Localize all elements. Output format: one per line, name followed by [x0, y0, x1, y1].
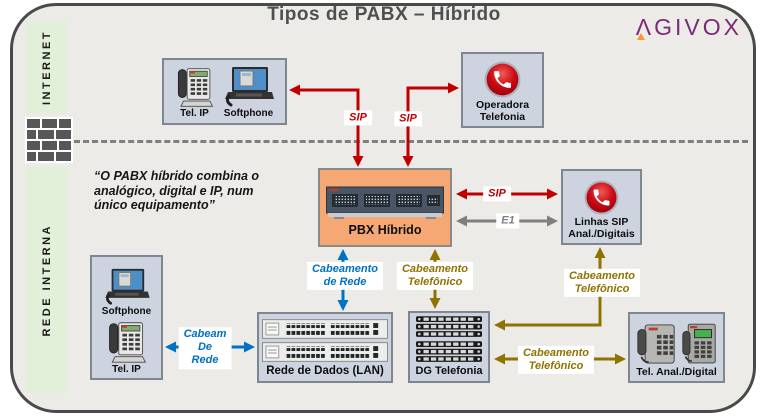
label-cabeam-de-rede: Cabeam De Rede	[178, 327, 232, 369]
logo-initial: Λ	[635, 14, 655, 40]
label-cabeamento-telefonico-dg: Cabeamento Telefônico	[517, 345, 595, 375]
label-line: Telefônico	[407, 276, 463, 288]
node-tel-anal-digital: Tel. Anal./Digital	[628, 312, 725, 383]
label-line: Cabeamento	[401, 262, 469, 275]
node-rede-de-dados-lan: Rede de Dados (LAN)	[257, 312, 393, 383]
device-label: Softphone	[101, 306, 152, 317]
label-cabeamento-telefonico-pbx: Cabeamento Telefônico	[396, 261, 474, 291]
pbx-quote: “O PABX híbrido combina o analógico, dig…	[94, 169, 280, 213]
label-sip-left: SIP	[344, 110, 372, 126]
label-line: de Rede	[323, 276, 367, 288]
label-line: Cabeamento	[568, 269, 636, 282]
logo-text: GIVOX	[654, 14, 742, 40]
zone-internet: INTERNET	[26, 21, 67, 114]
pbx-chassis-icon	[326, 186, 444, 219]
label-cabeamento-rede: Cabeamento de Rede	[306, 261, 384, 291]
arrow-sip-operadora-pbx	[402, 82, 459, 167]
ip-phone-icon	[177, 68, 213, 107]
node-label: Operadora Telefonia	[476, 99, 529, 126]
label-line: Telefônico	[528, 360, 584, 372]
node-label: Tel. Anal./Digital	[636, 365, 717, 378]
node-linhas-sip: Linhas SIP Anal./Digitais	[561, 169, 642, 245]
internet-boundary-dashed-line	[74, 140, 748, 143]
node-label: PBX Híbrido	[348, 222, 422, 237]
label-cabeamento-telefonico-linhas: Cabeamento Telefônico	[563, 268, 641, 298]
device-label: Tel. IP	[112, 364, 141, 375]
ip-phone-icon	[108, 322, 146, 363]
label-line: Rede	[191, 354, 219, 367]
device-label: Softphone	[223, 108, 274, 119]
node-pbx-hibrido: PBX Híbrido	[318, 168, 452, 247]
node-dg-telefonia: DG Telefonia	[408, 311, 490, 383]
label-line: Cabeamento	[311, 262, 379, 275]
label-sip-right: SIP	[394, 111, 422, 127]
label-line: Telefônico	[574, 283, 630, 295]
analog-phone-icon	[637, 324, 675, 364]
device-softphone: Softphone	[224, 66, 274, 119]
red-phone-icon	[584, 180, 619, 215]
label-sip-trunk: SIP	[483, 186, 511, 202]
node-label: Rede de Dados (LAN)	[266, 364, 384, 377]
softphone-laptop-icon	[224, 67, 274, 107]
agivox-logo: ΛGIVOX	[635, 14, 742, 40]
logo-accent-triangle	[636, 33, 645, 40]
node-label-line: Telefonia	[479, 110, 526, 123]
page-title: Tipos de PABX – Híbrido	[267, 4, 501, 25]
patch-panel-icon	[416, 341, 482, 363]
node-label: Linhas SIP Anal./Digitais	[568, 216, 635, 243]
network-switch-icon	[262, 341, 388, 362]
label-e1: E1	[496, 213, 520, 229]
node-ip-endpoints-top: Tel. IP Softphone	[162, 58, 287, 125]
node-label-line: Anal./Digitais	[568, 227, 635, 240]
node-ip-endpoints-internal: Softphone Tel. IP	[90, 255, 163, 380]
quote-line: analógico, digital e IP, num	[94, 183, 254, 198]
device-softphone: Softphone Tel. IP	[102, 268, 151, 378]
patch-panel-icon	[416, 316, 482, 338]
quote-line: único equipamento”	[94, 198, 215, 213]
firewall-icon	[25, 117, 73, 163]
digital-phone-icon	[682, 323, 716, 364]
device-label: Tel. IP	[180, 108, 209, 119]
node-label-line: Operadora	[475, 98, 530, 111]
device-tel-ip: Tel. IP	[176, 66, 214, 119]
arrow-sip-telip-pbx	[289, 84, 364, 167]
zone-rede-interna: REDE INTERNA	[26, 167, 67, 393]
label-line: Cabeam	[183, 328, 227, 341]
quote-line: “O PABX híbrido combina o	[94, 169, 260, 183]
softphone-laptop-icon	[104, 268, 150, 305]
label-line: De	[197, 341, 213, 354]
node-operadora-telefonia: Operadora Telefonia	[461, 52, 544, 128]
red-phone-icon	[484, 61, 521, 98]
node-label-line: Linhas SIP	[574, 215, 629, 228]
node-label: DG Telefonia	[415, 365, 483, 378]
label-line: Cabeamento	[522, 346, 590, 359]
network-switch-icon	[262, 318, 388, 339]
